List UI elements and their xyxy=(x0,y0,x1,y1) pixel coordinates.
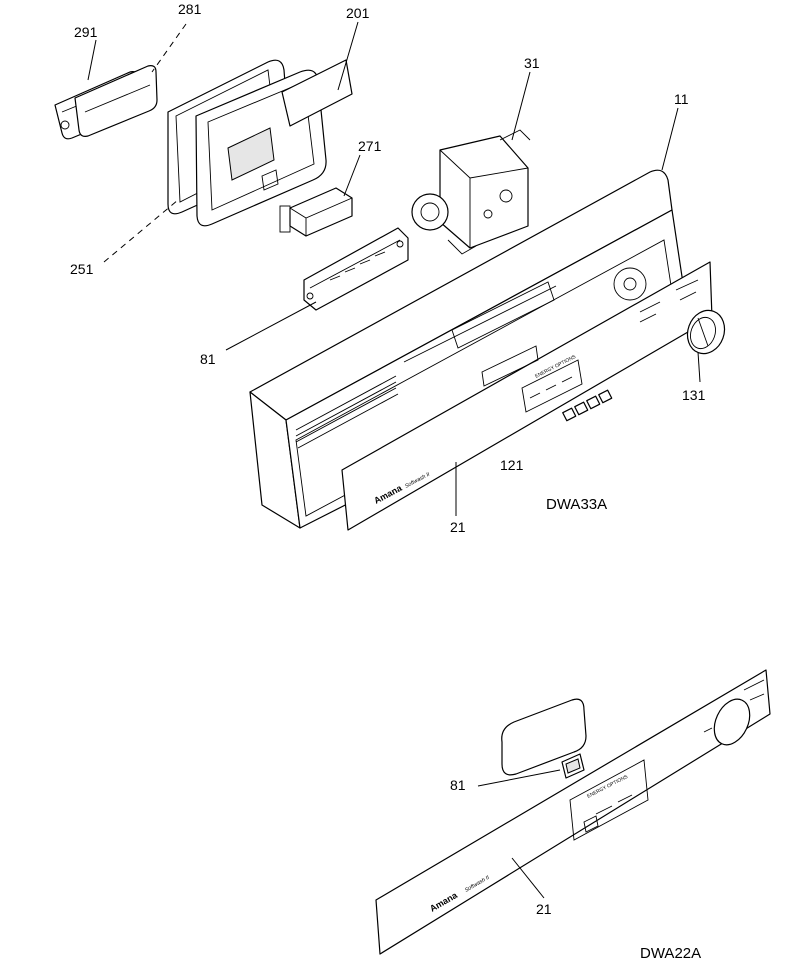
callout-201: 201 xyxy=(346,5,370,21)
callout-21-bottom: 21 xyxy=(536,901,552,917)
callout-31: 31 xyxy=(524,55,540,71)
part-81-rocker-switch xyxy=(561,753,585,779)
callout-21-top: 21 xyxy=(450,519,466,535)
drawing-id-top: DWA33A xyxy=(546,496,607,513)
part-switch-cover-bottom xyxy=(501,698,587,776)
callout-131: 131 xyxy=(682,387,706,403)
part-271-relay xyxy=(279,187,353,237)
part-81-switch-bracket xyxy=(303,227,409,311)
leader-lines-bottom xyxy=(477,769,561,899)
leader-lines-top xyxy=(87,21,701,516)
part-201-dispenser xyxy=(195,59,353,227)
drawing-id-bottom: DWA22A xyxy=(640,945,701,962)
part-131-knob xyxy=(686,309,726,355)
callout-251: 251 xyxy=(70,261,94,277)
part-31-timer xyxy=(411,129,531,255)
part-281-bracket xyxy=(74,65,158,137)
part-21-overlay-bottom: ENERGY OPTIONS Amana Softwash II xyxy=(375,669,771,955)
callout-271: 271 xyxy=(358,138,382,154)
callout-121: 121 xyxy=(500,457,524,473)
callout-281: 281 xyxy=(178,1,202,17)
callout-291: 291 xyxy=(74,24,98,40)
callout-81-bottom: 81 xyxy=(450,777,466,793)
callout-81-top: 81 xyxy=(200,351,216,367)
callout-11: 11 xyxy=(674,91,689,107)
